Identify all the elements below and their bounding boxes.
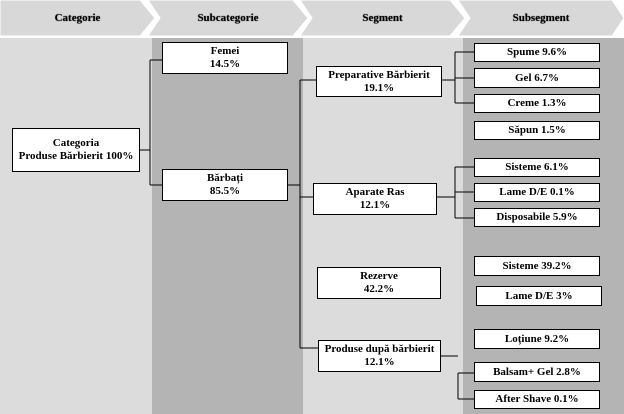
subsegment-box: Lame D/E 3%	[476, 286, 602, 306]
segment-name: Preparative Bărbierit	[328, 68, 430, 81]
category-box: Categoria Produse Bărbierit 100%	[12, 128, 140, 172]
subsegment-box: Sisteme 6.1%	[474, 158, 600, 177]
segment-value: 42.2%	[363, 283, 395, 295]
header-subcategorie-label: Subcategorie	[197, 12, 259, 24]
segment-box-rezerve: Rezerve 42.2%	[317, 267, 441, 299]
subsegment-label: Săpun 1.5%	[508, 124, 566, 136]
subcategory-box-femei: Femei 14.5%	[162, 42, 288, 74]
subsegment-label: Lame D/E 3%	[505, 289, 573, 302]
subsegment-label: Spume 9.6%	[507, 46, 567, 58]
subcategory-name: Bărbați	[206, 172, 244, 184]
subsegment-label: After Shave 0.1%	[495, 393, 579, 405]
header-chevron-shape	[300, 0, 465, 36]
subsegment-box: Balsam+ Gel 2.8%	[474, 362, 600, 382]
subsegment-label: Balsam+ Gel 2.8%	[493, 365, 581, 378]
segment-box-preparative: Preparative Bărbierit 19.1%	[316, 66, 442, 97]
column-subcategorie-bg	[152, 38, 303, 414]
subsegment-box: Creme 1.3%	[474, 94, 600, 113]
category-name: Categoria	[52, 137, 100, 149]
segment-box-produse-dupa: Produse după bărbierit 12.1%	[318, 340, 441, 372]
segment-value: 19.1%	[363, 81, 395, 94]
subsegment-box: Loțiune 9.2%	[474, 329, 600, 349]
subsegment-label: Creme 1.3%	[507, 97, 567, 109]
header-categorie-label: Categorie	[54, 12, 101, 24]
category-total: Produse Bărbierit 100%	[18, 150, 134, 162]
subcategory-name: Femei	[210, 45, 240, 57]
subcategory-value: 14.5%	[209, 58, 241, 70]
subsegment-label: Lame D/E 0.1%	[499, 186, 575, 198]
header-chevron-shape	[458, 0, 624, 36]
subsegment-label: Sisteme 39.2%	[502, 259, 572, 272]
header-segment: Segment	[300, 0, 465, 36]
subsegment-box: Disposabile 5.9%	[474, 208, 600, 227]
subcategory-value: 85.5%	[209, 185, 241, 197]
subsegment-box: Săpun 1.5%	[474, 121, 600, 140]
header-chevron-shape	[0, 0, 155, 36]
subsegment-box: Spume 9.6%	[474, 43, 600, 62]
segment-value: 12.1%	[364, 356, 395, 368]
subsegment-box: Gel 6.7%	[474, 68, 600, 88]
header-subcategorie: Subcategorie	[148, 0, 308, 36]
header-categorie: Categorie	[0, 0, 155, 36]
subsegment-box: Sisteme 39.2%	[474, 256, 600, 276]
header-chevron-shape	[148, 0, 308, 36]
subcategory-box-barbati: Bărbați 85.5%	[162, 169, 288, 201]
subsegment-label: Gel 6.7%	[515, 71, 559, 84]
header-subsegment-label: Subsegment	[512, 12, 570, 24]
segment-box-aparate-ras: Aparate Ras 12.1%	[313, 183, 437, 215]
header-segment-label: Segment	[362, 12, 403, 24]
segment-name: Aparate Ras	[345, 186, 405, 198]
subsegment-label: Sisteme 6.1%	[505, 161, 569, 173]
segment-name: Produse după bărbierit	[324, 343, 435, 355]
header-subsegment: Subsegment	[458, 0, 624, 36]
subsegment-box: Lame D/E 0.1%	[474, 183, 600, 202]
subsegment-label: Disposabile 5.9%	[496, 211, 578, 223]
segment-value: 12.1%	[359, 199, 391, 211]
subsegment-label: Loțiune 9.2%	[504, 332, 570, 345]
subsegment-box: After Shave 0.1%	[474, 390, 600, 409]
column-categorie-bg	[0, 38, 152, 414]
segment-name: Rezerve	[360, 270, 398, 282]
